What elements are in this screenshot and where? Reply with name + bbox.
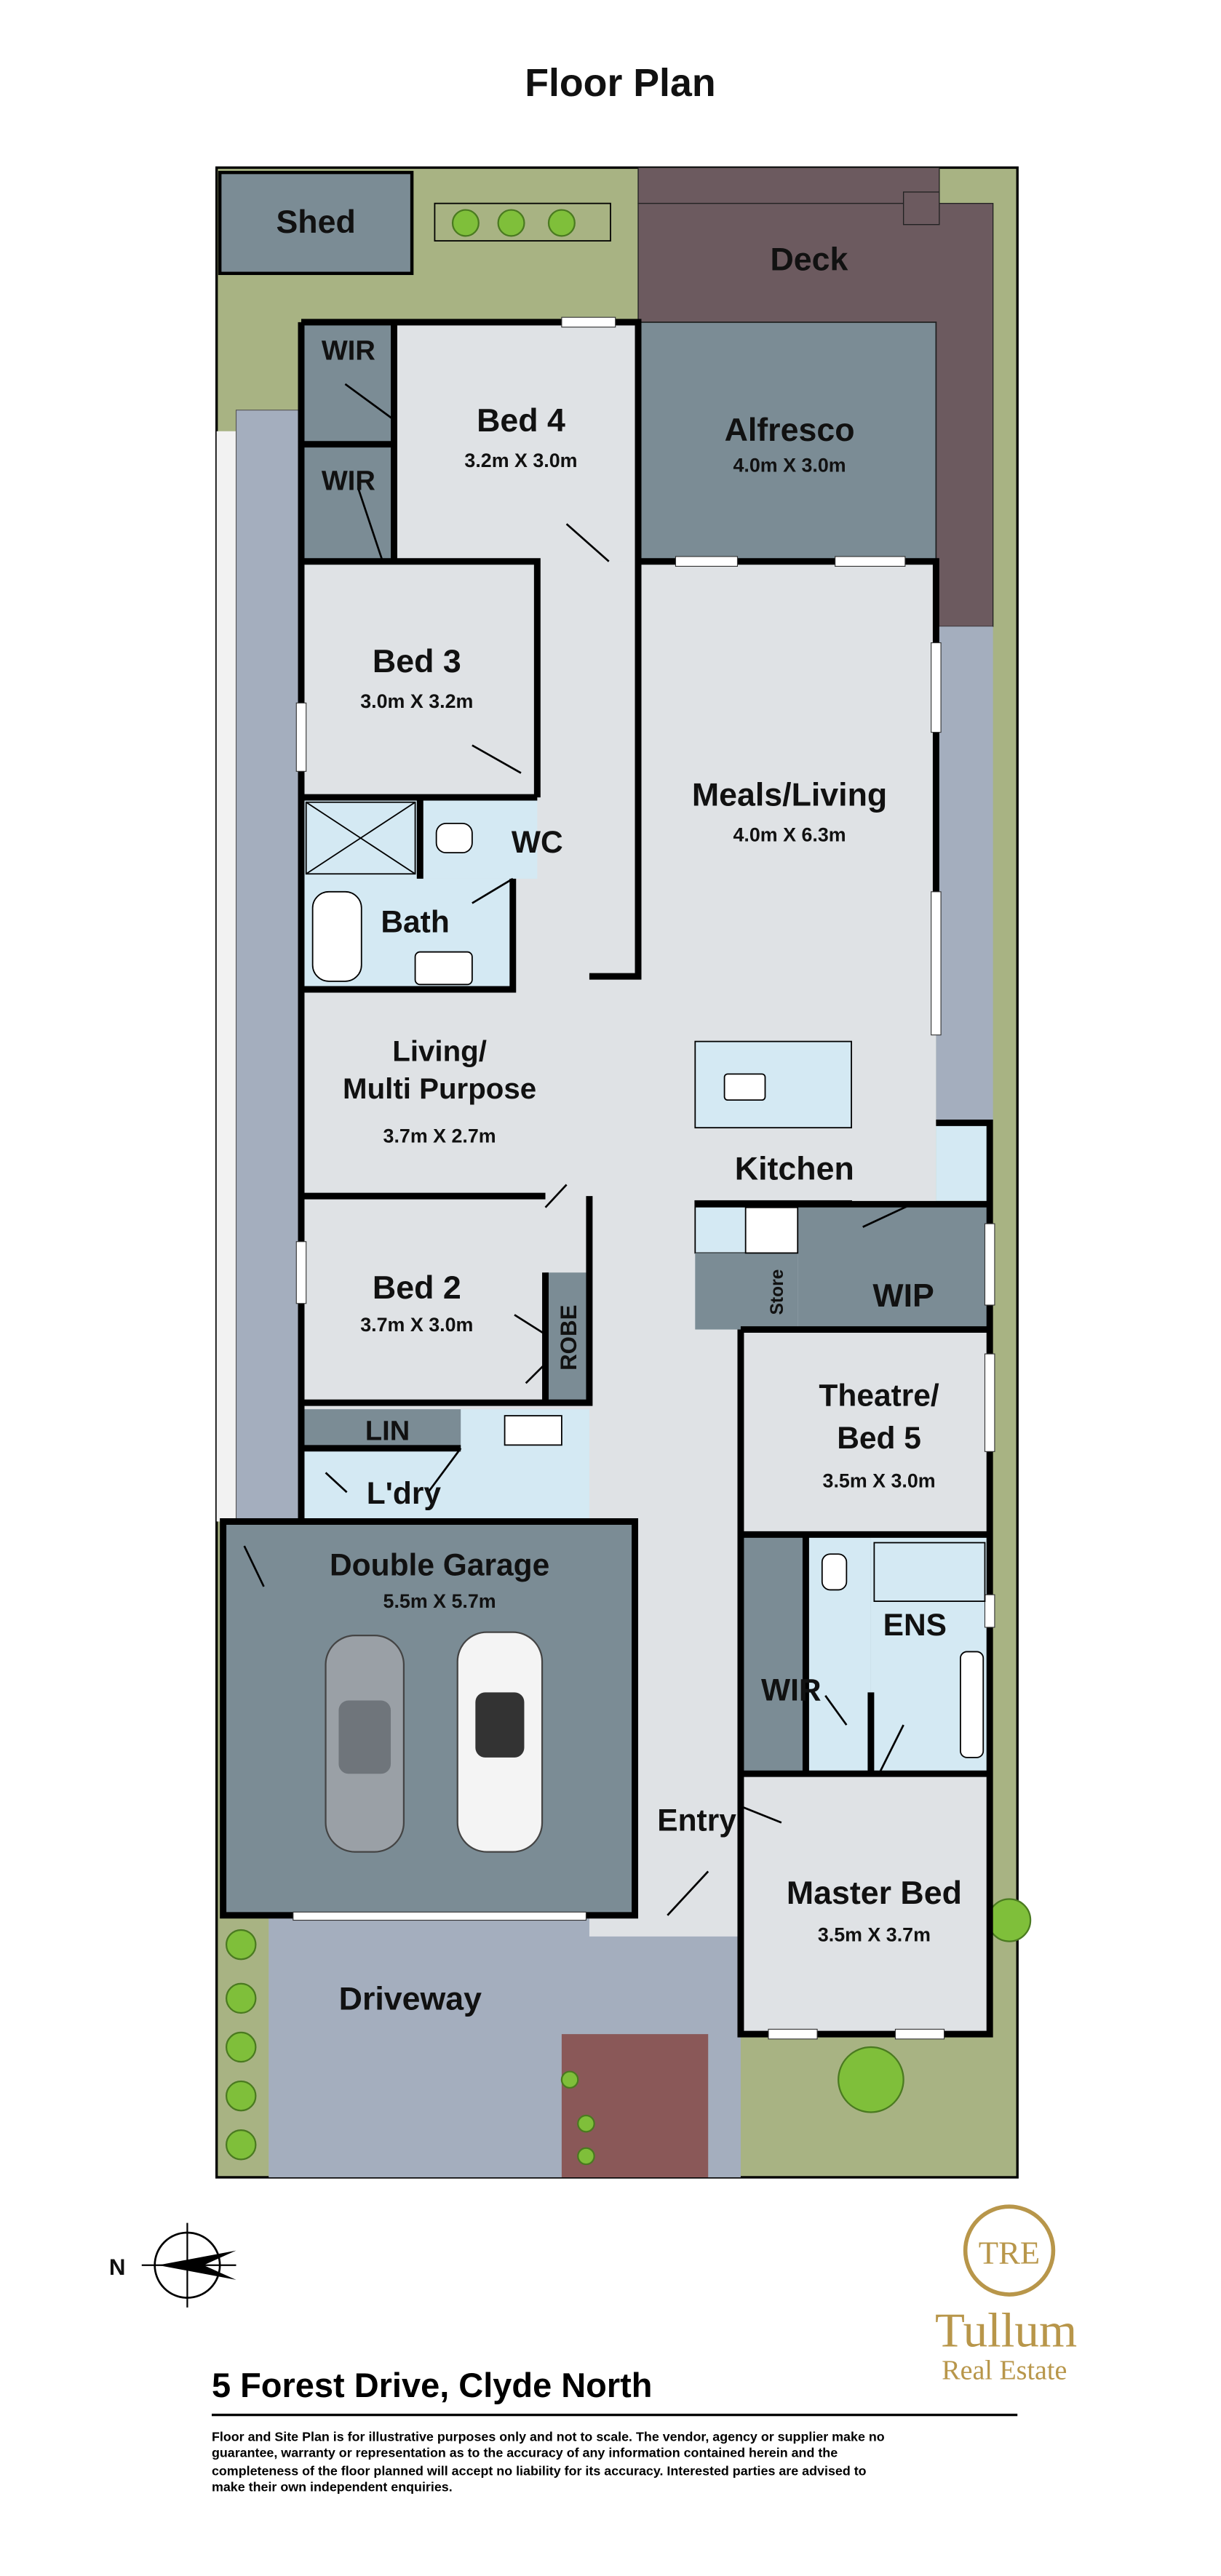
walls [220,319,993,2038]
deck-step [902,191,940,226]
house: WIR WIR Bed 4 3.2m X 3.0m Alfresco 4.0m … [220,316,995,2040]
bed4-label: Bed 4 [477,403,565,439]
entry-label: Entry [657,1804,736,1838]
living-label: Living/ [392,1034,487,1067]
alfresco-dims: 4.0m X 3.0m [733,455,846,476]
shower-icon [305,801,416,875]
meals-living-label: Meals/Living [692,777,887,813]
wip [798,1204,990,1330]
side-path-left [235,410,302,1523]
deck-label: Deck [770,242,848,277]
kitchen-island [694,1040,852,1129]
garden-shrubs [225,1898,1032,2166]
alfresco [637,322,937,562]
garage [223,1518,635,1915]
living-dims: 3.7m X 2.7m [383,1125,496,1147]
theatre-label-2: Bed 5 [837,1421,921,1456]
doors [243,383,912,1916]
shed-label: Shed [276,204,355,240]
laundry-sink-icon [504,1415,562,1446]
driveway-label: Driveway [339,1982,482,2017]
wip-label: WIP [872,1278,934,1314]
page-title: Floor Plan [525,61,715,105]
wir-1 [301,322,394,444]
bed3-dims: 3.0m X 3.2m [360,690,473,712]
north-arrow-icon [141,2222,236,2308]
planter [434,202,611,242]
laundry-label: L'dry [367,1477,442,1511]
robe [545,1272,589,1403]
shrub-icon [497,209,525,237]
cars [325,1631,544,1853]
agency-logo: TRE Tullum Real Estate [935,2204,1077,2385]
master-bed-label: Master Bed [787,1875,962,1911]
bed2-dims: 3.7m X 3.0m [360,1314,473,1336]
disclaimer-line: guarantee, warranty or representation as… [212,2446,838,2460]
disclaimer-line: completeness of the floor planned will a… [212,2463,867,2478]
master-bed-dims: 3.5m X 3.7m [818,1924,931,1946]
sink-icon [723,1073,766,1101]
disclaimer-line: Floor and Site Plan is for illustrative … [212,2429,885,2444]
wc-label: WC [512,826,563,860]
bathtub-icon [311,890,362,982]
garage-label: Double Garage [330,1548,549,1582]
kitchen-label: Kitchen [735,1152,854,1187]
gravel-strip [216,431,236,1522]
toilet-icon [821,1553,848,1591]
toilet-icon [435,822,473,854]
shed [218,170,414,276]
basin-icon [960,1651,985,1758]
fixtures [305,801,986,1758]
garage-dims: 5.5m X 5.7m [383,1590,496,1612]
basin-icon [414,951,473,986]
wir-master-label: WIR [761,1674,822,1708]
lin-label: LIN [365,1416,410,1447]
bed4-dims: 3.2m X 3.0m [464,450,577,471]
wir-label: WIR [322,335,375,366]
logo-monogram: TRE [979,2235,1040,2271]
shrub-icon [451,209,480,237]
living-label-2: Multi Purpose [343,1072,536,1105]
alfresco-label: Alfresco [725,412,855,448]
shrub-icon [547,209,576,237]
side-path-right [936,626,993,1123]
ens-label: ENS [883,1608,947,1643]
north-label: N [109,2254,126,2280]
disclaimer: Floor and Site Plan is for illustrative … [212,2429,885,2494]
robe-label: ROBE [556,1305,581,1371]
store [695,1253,798,1330]
disclaimer-line: make their own independent enquiries. [212,2480,453,2495]
shower-ens-icon [873,1542,986,1602]
fridge-space [936,1122,990,1201]
meals-living-dims: 4.0m X 6.3m [733,824,846,845]
theatre-label: Theatre/ [819,1379,939,1413]
bed3-label: Bed 3 [373,644,461,679]
logo-tagline: Real Estate [942,2355,1067,2385]
room-labels: WIR WIR Bed 4 3.2m X 3.0m Alfresco 4.0m … [322,335,962,1945]
property-address: 5 Forest Drive, Clyde North [212,2366,653,2404]
theatre-dims: 3.5m X 3.0m [823,1470,936,1492]
windows [293,316,995,2040]
deck [637,167,940,204]
logo-name: Tullum [935,2303,1077,2358]
wir-2 [301,444,394,562]
store-label: Store [768,1269,787,1315]
lin [301,1409,461,1448]
wir-label: WIR [322,466,375,496]
bath-label: Bath [381,906,449,940]
cooktop-icon [744,1206,799,1254]
bed2-label: Bed 2 [373,1270,461,1306]
